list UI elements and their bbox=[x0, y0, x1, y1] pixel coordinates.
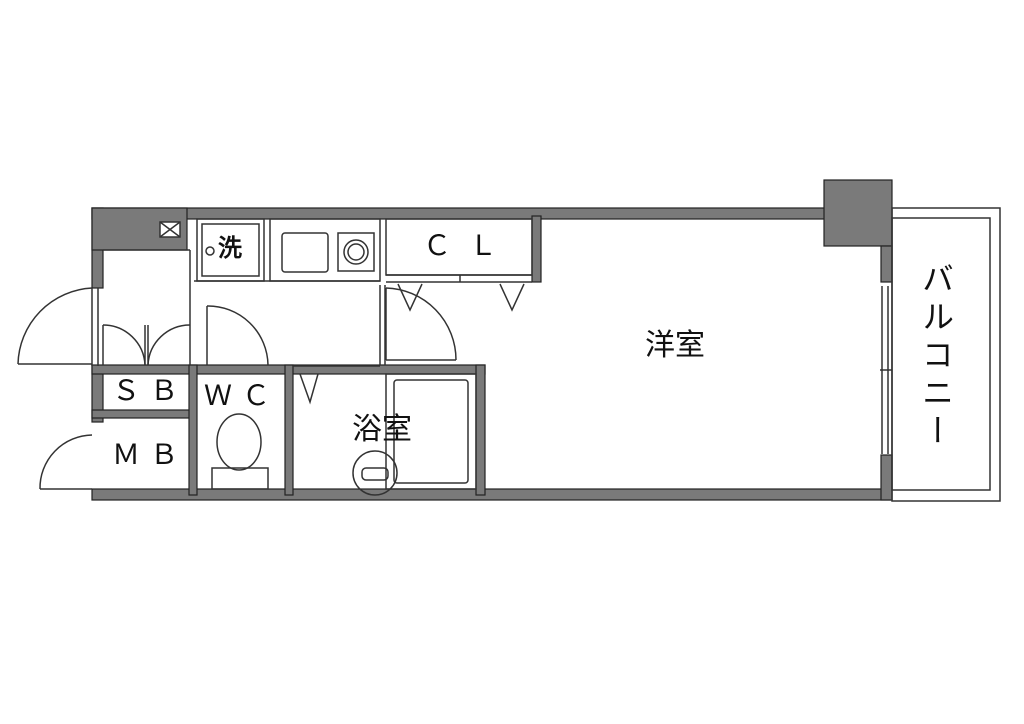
bathtub-inner bbox=[393, 379, 469, 484]
wall-right-upper bbox=[880, 245, 893, 283]
label-toilet: ＷＣ bbox=[204, 379, 281, 412]
closet-door-mark bbox=[397, 283, 423, 312]
mb-door-swing bbox=[39, 434, 93, 490]
closet-door-mark bbox=[499, 283, 525, 312]
stove-box bbox=[337, 232, 375, 272]
washer-drain bbox=[205, 246, 215, 256]
label-washer: 洗 bbox=[218, 234, 242, 262]
wall-mb-wc bbox=[188, 364, 198, 496]
toilet-bowl bbox=[216, 413, 262, 471]
wall-cl-right bbox=[531, 215, 542, 283]
washer-pan-inner bbox=[201, 223, 260, 277]
kitchen-sink bbox=[281, 232, 329, 273]
label-meter-box: ＭＢ bbox=[112, 438, 189, 471]
room-door-swing bbox=[385, 287, 457, 361]
label-closet: ＣＬ bbox=[423, 229, 516, 262]
label-balcony: バルコニー bbox=[917, 262, 955, 452]
entrance-door-swing bbox=[17, 287, 93, 365]
stove-burner bbox=[343, 239, 369, 265]
sb-door-right bbox=[147, 324, 191, 366]
wall-right-lower bbox=[880, 454, 893, 501]
bath-door-mark bbox=[299, 373, 319, 405]
sb-door-left bbox=[102, 324, 146, 366]
wc-door-swing bbox=[206, 305, 269, 366]
label-western-room: 洋室 bbox=[645, 328, 705, 363]
wall-bath-room bbox=[475, 364, 486, 496]
toilet-tank bbox=[211, 467, 269, 490]
wall-bottom bbox=[91, 488, 893, 501]
bath-basin bbox=[352, 450, 398, 496]
label-bath: 浴室 bbox=[352, 412, 412, 447]
bathtub bbox=[385, 373, 477, 490]
label-shoe-box: ＳＢ bbox=[112, 374, 189, 407]
column-corner bbox=[823, 179, 893, 247]
balcony-inner bbox=[891, 217, 991, 491]
wall-sb-mb bbox=[91, 409, 196, 419]
wall-wc-bath bbox=[284, 364, 294, 496]
wall-top bbox=[91, 207, 893, 220]
